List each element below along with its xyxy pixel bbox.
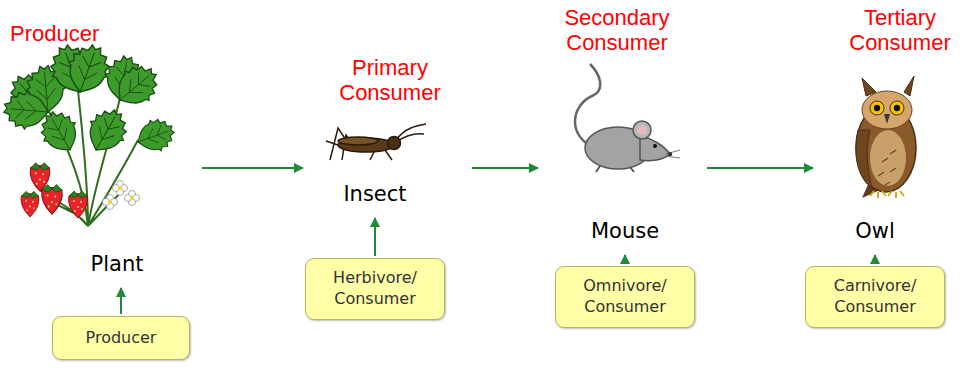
organism-node: Primary ConsumerInsect [305,55,470,215]
trophic-level-heading: Secondary Consumer [542,6,692,55]
role-label: Producer [86,328,157,349]
organism-name: Plant [57,252,177,277]
role-label: Carnivore/ Consumer [814,276,936,318]
trophic-role-box: Herbivore/ Consumer [305,258,445,320]
organism-name: Mouse [562,219,688,244]
food-chain-arrow [472,167,538,169]
food-chain-arrow [374,218,376,256]
role-label: Omnivore/ Consumer [564,276,686,318]
trophic-role-box: Omnivore/ Consumer [555,266,695,328]
trophic-role-box: Carnivore/ Consumer [805,266,945,328]
trophic-level-heading: Tertiary Consumer [838,6,962,55]
organism-node: ProducerPlant [5,20,200,285]
cricket-drawing [326,124,426,160]
trophic-level-heading: Primary Consumer [312,56,468,105]
organism-node: Tertiary ConsumerOwl [815,4,965,252]
organism-name: Insect [315,182,435,207]
food-chain-arrow [202,167,303,169]
food-chain-arrow [707,167,813,169]
organism-node: Secondary ConsumerMouse [540,4,705,252]
owl-drawing [856,76,916,198]
food-chain-arrow [120,288,122,314]
trophic-role-box: Producer [52,316,190,360]
food-chain-arrow [624,255,626,264]
organism-name: Owl [825,219,925,244]
role-label: Herbivore/ Consumer [314,268,436,310]
mouse-drawing [575,64,680,172]
trophic-level-heading: Producer [10,22,122,47]
strawberry-plant [1,39,178,226]
food-chain-arrow [874,255,876,264]
